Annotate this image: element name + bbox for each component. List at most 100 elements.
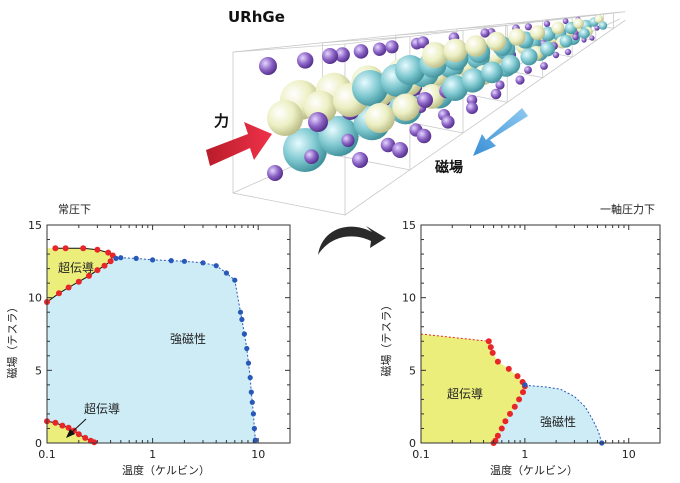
atom-ge (594, 25, 600, 31)
data-point-red (56, 290, 62, 297)
atom-u (559, 34, 573, 48)
atom-ge (564, 48, 572, 56)
data-point-blue (232, 277, 238, 283)
atom-ge (524, 23, 533, 31)
atom-ge (581, 37, 587, 43)
atom-rh (443, 38, 468, 63)
y-tick-label: 0 (35, 437, 42, 450)
atom-ge (416, 128, 432, 144)
x-tick-label: 0.1 (38, 448, 56, 461)
atom-rh (465, 35, 487, 57)
atom-ge (495, 80, 505, 90)
x-tick-label: 10 (622, 448, 636, 461)
data-point-red (494, 432, 501, 439)
atom-u (395, 55, 425, 85)
plot-frame (46, 224, 291, 444)
x-axis-label-ambient: 温度（ケルビン） (122, 463, 210, 477)
phase-boundary-sc-dashed (420, 333, 494, 354)
data-point-blue (249, 399, 255, 405)
data-point-red (107, 258, 114, 265)
data-point-red (94, 267, 101, 274)
data-point-blue (181, 258, 187, 264)
atom-rh (508, 28, 526, 46)
region-label-ferromagnetic-uniaxial: 強磁性 (540, 414, 576, 429)
data-point-red (511, 403, 518, 410)
data-point-red (520, 389, 526, 396)
atom-u (461, 68, 486, 93)
atom-rh (392, 93, 420, 121)
data-point-red (94, 246, 101, 253)
force-label: 力 (214, 112, 229, 130)
data-point-red (498, 425, 505, 432)
data-point-blue (241, 331, 247, 337)
atom-ge (562, 18, 569, 25)
chart-title-uniaxial: 一軸圧力下 (600, 202, 655, 216)
y-tick-label: 5 (35, 364, 42, 377)
atom-u (598, 21, 608, 30)
crystal-atoms (259, 14, 608, 181)
data-point-blue (200, 260, 206, 266)
data-point-blue (118, 255, 124, 261)
data-point-red (65, 284, 72, 291)
data-point-red (494, 358, 501, 365)
atom-rh (486, 31, 507, 52)
atom-rh (551, 21, 565, 35)
plot-frame (420, 224, 661, 444)
region-label-superconducting-high: 超伝導 (58, 260, 94, 275)
atom-ge (515, 75, 525, 85)
data-point-blue (239, 316, 245, 323)
y-tick-label: 10 (28, 292, 42, 305)
x-tick-label: 1 (149, 448, 156, 461)
data-point-red (86, 272, 92, 279)
atom-rh (573, 18, 584, 29)
data-point-blue (251, 425, 257, 432)
region-label-ferromagnetic-ambient: 強磁性 (170, 331, 206, 346)
data-point-red (101, 262, 108, 269)
atom-ge (392, 142, 408, 158)
atom-ge (322, 48, 338, 64)
data-point-blue (133, 255, 139, 261)
atom-u (481, 61, 503, 84)
data-point-blue (113, 255, 119, 261)
atom-ge (466, 102, 478, 114)
data-point-blue (248, 389, 254, 395)
atom-u (442, 75, 468, 101)
x-tick-label: 1 (521, 448, 528, 461)
data-point-red (80, 245, 87, 252)
y-axis-label-uniaxial: 磁場（テスラ） (380, 300, 393, 377)
y-tick-label: 0 (409, 437, 416, 450)
atom-u (500, 54, 521, 75)
material-title: URhGe (228, 8, 285, 26)
pointer-arrow-low-sc (66, 418, 87, 438)
data-point-blue (244, 345, 250, 352)
atom-ge (267, 165, 283, 181)
ferromagnetic-region (47, 255, 256, 443)
atom-ge (341, 133, 355, 147)
data-point-blue (150, 257, 156, 263)
data-point-red (59, 422, 66, 429)
data-point-red (52, 245, 59, 252)
atom-rh (422, 42, 448, 68)
data-point-red (507, 410, 513, 417)
atom-ge (540, 62, 548, 70)
atom-ge (372, 42, 387, 56)
data-point-blue (252, 437, 258, 443)
atom-ge (417, 92, 433, 108)
data-point-blue (223, 270, 229, 276)
atom-ge (572, 33, 579, 41)
data-point-blue (522, 382, 528, 388)
atom-ge (543, 20, 551, 27)
atom-u (520, 48, 538, 66)
atom-ge (353, 44, 369, 59)
x-axis-label-uniaxial: 温度（ケルビン） (490, 463, 578, 477)
atom-u (352, 70, 388, 106)
data-point-blue (247, 375, 253, 381)
data-point-red (505, 365, 512, 372)
data-point-blue (237, 309, 244, 315)
x-tick-label: 10 (251, 448, 265, 461)
atom-ge (589, 35, 595, 41)
atom-ge (259, 57, 277, 75)
data-point-red (62, 245, 69, 252)
crystal-illustration (232, 11, 626, 216)
